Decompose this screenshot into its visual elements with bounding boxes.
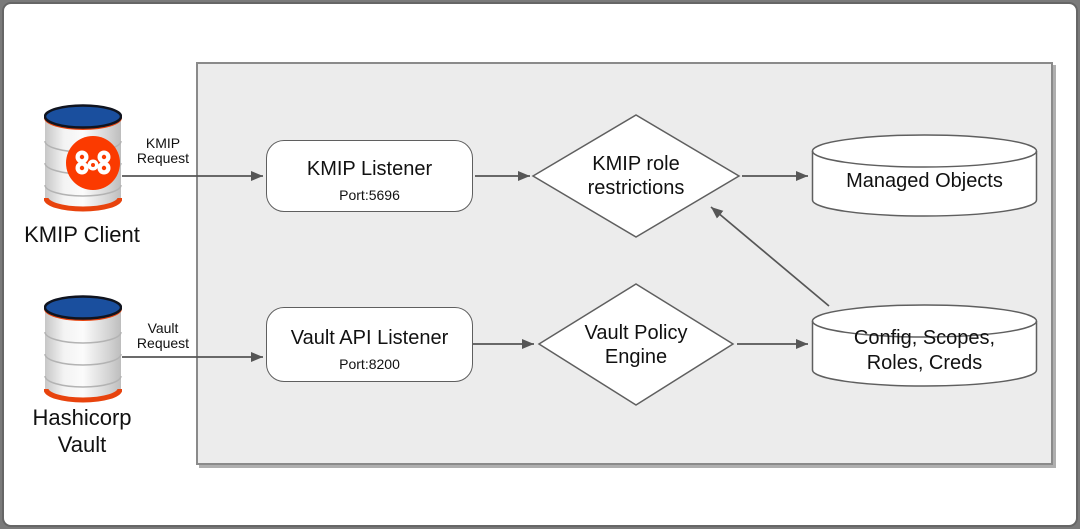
kmip-role-restrictions-label: KMIP role restrictions [530, 112, 742, 240]
kmip-client-database-icon [44, 104, 122, 212]
hashicorp-vault-label-line2: Vault [57, 432, 107, 457]
config-store-line2: Roles, Creds [866, 352, 983, 374]
vault-api-listener-title: Vault API Listener [290, 326, 449, 349]
vault-policy-engine-line1: Vault Policy [584, 321, 688, 344]
kmip-client-label: KMIP Client [24, 222, 140, 247]
kmip-role-restrictions-line1: KMIP role [592, 153, 680, 175]
config-store-label: Config, Scopes, Roles, Creds [810, 317, 1039, 385]
hashicorp-vault-label-line1: Hashicorp [32, 405, 132, 430]
vault-request-label: Vault Request [123, 321, 203, 351]
managed-objects-cylinder-icon [811, 134, 1038, 217]
config-store-line1: Config, Scopes, [853, 327, 996, 349]
kmip-request-label-line2: Request [136, 150, 190, 166]
vault-api-listener-port: Port:8200 [339, 355, 400, 372]
kmip-role-restrictions-line2: restrictions [587, 177, 685, 199]
kmip-listener-port: Port:5696 [339, 187, 400, 203]
hashicorp-vault-database-icon [44, 295, 122, 403]
edb-logo-icon [66, 136, 120, 190]
managed-objects-label: Managed Objects [846, 169, 1003, 192]
vault-request-label-line2: Request [136, 335, 190, 351]
kmip-request-label: KMIP Request [123, 136, 203, 166]
config-store-cylinder-icon [811, 304, 1038, 387]
vault-api-listener-node: Vault API Listener Port:8200 [266, 307, 473, 382]
hashicorp-vault-label: Hashicorp Vault [2, 404, 162, 458]
kmip-listener-node: KMIP Listener Port:5696 [266, 140, 473, 212]
vault-policy-engine-line2: Engine [604, 345, 668, 368]
kmip-request-label-line1: KMIP [145, 135, 181, 151]
kmip-listener-title: KMIP Listener [306, 158, 433, 180]
vault-request-label-line1: Vault [147, 320, 179, 336]
vault-policy-engine-label: Vault Policy Engine [536, 281, 736, 408]
kmip-role-restrictions-diamond [531, 114, 741, 238]
vault-policy-engine-diamond [537, 283, 735, 406]
